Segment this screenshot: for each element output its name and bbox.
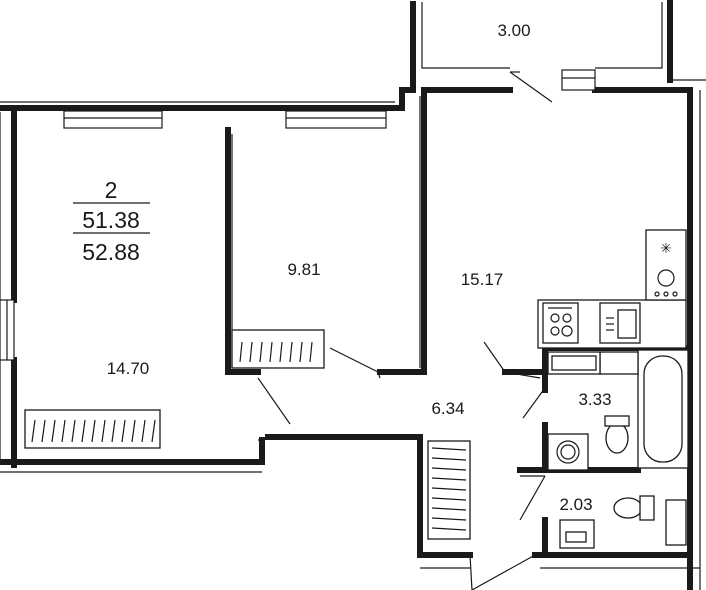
wc-fixtures — [559, 495, 687, 549]
doors — [257, 71, 553, 590]
radiator-second-room — [231, 329, 325, 369]
stove-icon — [542, 302, 579, 344]
window-kitchen — [561, 69, 596, 91]
area-balcony: 3.00 — [497, 21, 530, 40]
area-bathroom: 3.33 — [578, 390, 611, 409]
total-area: 52.88 — [82, 239, 140, 265]
outer-walls — [0, 87, 701, 590]
washing-machine — [547, 433, 589, 471]
area-kitchen-living: 15.17 — [461, 270, 504, 289]
toilet-icon — [605, 422, 629, 454]
balcony — [410, 0, 706, 93]
rooms-count: 2 — [105, 177, 118, 203]
radiator-bedroom — [24, 409, 161, 449]
radiator-hallway — [427, 440, 471, 540]
window-second-room — [285, 110, 387, 129]
windows — [0, 69, 596, 361]
area-bedroom: 14.70 — [107, 359, 150, 378]
washbasin — [599, 351, 639, 375]
area-hallway: 6.34 — [431, 399, 464, 418]
apartment-summary: 2 51.38 52.88 — [73, 177, 150, 265]
kitchen-unit: ✳ — [537, 229, 687, 349]
wc-toilet-icon — [613, 497, 643, 519]
area-toilet: 2.03 — [559, 495, 592, 514]
area-second-room: 9.81 — [287, 260, 320, 279]
room-labels: 14.70 9.81 15.17 6.34 3.33 2.03 3.00 — [107, 21, 612, 514]
living-area: 51.38 — [82, 207, 140, 233]
boiler-icon — [657, 269, 675, 287]
bathroom-fixtures — [547, 349, 689, 471]
window-bedroom — [63, 110, 163, 129]
wc-cabinet — [665, 499, 687, 546]
snowflake-icon: ✳ — [660, 240, 672, 256]
